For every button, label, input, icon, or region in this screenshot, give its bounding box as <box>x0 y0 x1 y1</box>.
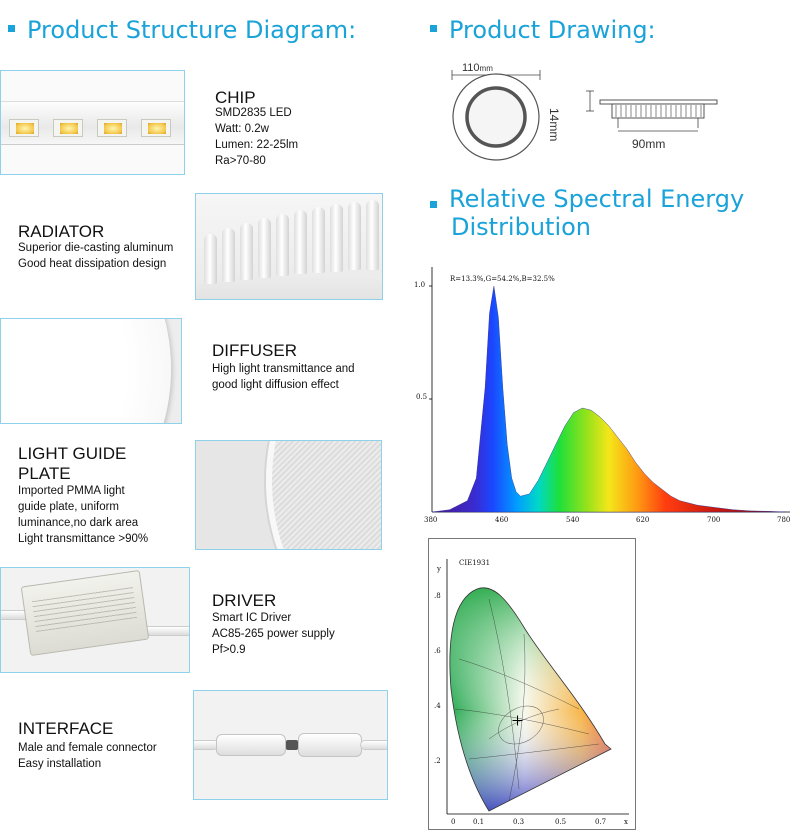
radiator-specs: Superior die-casting aluminum Good heat … <box>18 242 174 270</box>
chip-photo <box>0 70 185 175</box>
driver-photo <box>0 567 190 673</box>
spectrum-chart: R=13.3%,G=54.2%,B=32.5% 1.0 0.5 380 460 … <box>410 265 795 530</box>
spectrum-x-tick-380: 380 <box>424 516 438 524</box>
cie-x-tick-03: 0.3 <box>513 818 525 826</box>
cie-y-tick-04: .4 <box>434 702 441 710</box>
cie-x-tick-05: 0.5 <box>555 818 567 826</box>
radiator-photo <box>195 193 383 300</box>
height-dimension: 14mm <box>547 108 561 142</box>
cie-chart-title: CIE1931 <box>459 559 491 567</box>
spectrum-plot-area <box>429 267 790 513</box>
interface-title: INTERFACE <box>18 719 114 738</box>
spectrum-rgb-annotation: R=13.3%,G=54.2%,B=32.5% <box>450 275 555 283</box>
light-guide-plate-photo <box>195 440 382 550</box>
spectrum-y-tick-1: 1.0 <box>414 281 426 289</box>
spectrum-x-tick-540: 540 <box>566 516 580 524</box>
spectrum-x-tick-780: 780 <box>777 516 791 524</box>
cie-y-tick-08: .8 <box>434 592 441 600</box>
diffuser-photo <box>0 318 182 424</box>
spectrum-x-tick-460: 460 <box>495 516 509 524</box>
chip-title: CHIP <box>215 88 256 107</box>
diffuser-specs: High light transmittance and good light … <box>212 363 355 391</box>
cie-y-tick-06: .6 <box>434 647 441 655</box>
driver-title: DRIVER <box>212 591 277 610</box>
structure-section-title: Product Structure Diagram: <box>8 16 356 44</box>
cie-x-axis-label: x <box>624 818 628 826</box>
product-drawing <box>451 70 718 161</box>
spectral-section-title: Relative Spectral Energy Distribution <box>430 185 744 241</box>
cie-x-tick-01: 0.1 <box>473 818 485 826</box>
light-guide-plate-title: LIGHT GUIDE PLATE <box>18 444 127 483</box>
radiator-title: RADIATOR <box>18 222 105 241</box>
driver-specs: Smart IC Driver AC85-265 power supply Pf… <box>212 612 335 656</box>
cie-x-tick-0: 0 <box>451 818 456 826</box>
interface-photo <box>193 690 388 800</box>
spectrum-area <box>431 285 787 513</box>
cutout-dimension: 90mm <box>632 137 666 151</box>
cie1931-chart: CIE1931 y .8 .6 .4 .2 0 0.1 0.3 0.5 0.7 … <box>428 538 636 830</box>
diffuser-title: DIFFUSER <box>212 341 297 360</box>
cie-y-axis-label: y <box>437 565 441 573</box>
cie-white-point <box>512 715 523 726</box>
cie-y-tick-02: .2 <box>434 757 441 765</box>
spectrum-y-tick-2: 0.5 <box>416 393 428 401</box>
spectrum-x-tick-700: 700 <box>707 516 721 524</box>
diameter-dimension: 110mm <box>462 62 493 74</box>
spectrum-x-tick-620: 620 <box>636 516 650 524</box>
cie-x-tick-07: 0.7 <box>595 818 607 826</box>
drawing-section-title: Product Drawing: <box>430 16 656 44</box>
chip-specs: SMD2835 LED Watt: 0.2w Lumen: 22-25lm Ra… <box>215 107 299 167</box>
interface-specs: Male and female connector Easy installat… <box>18 742 157 770</box>
light-guide-plate-specs: Imported PMMA light guide plate, uniform… <box>18 485 149 545</box>
